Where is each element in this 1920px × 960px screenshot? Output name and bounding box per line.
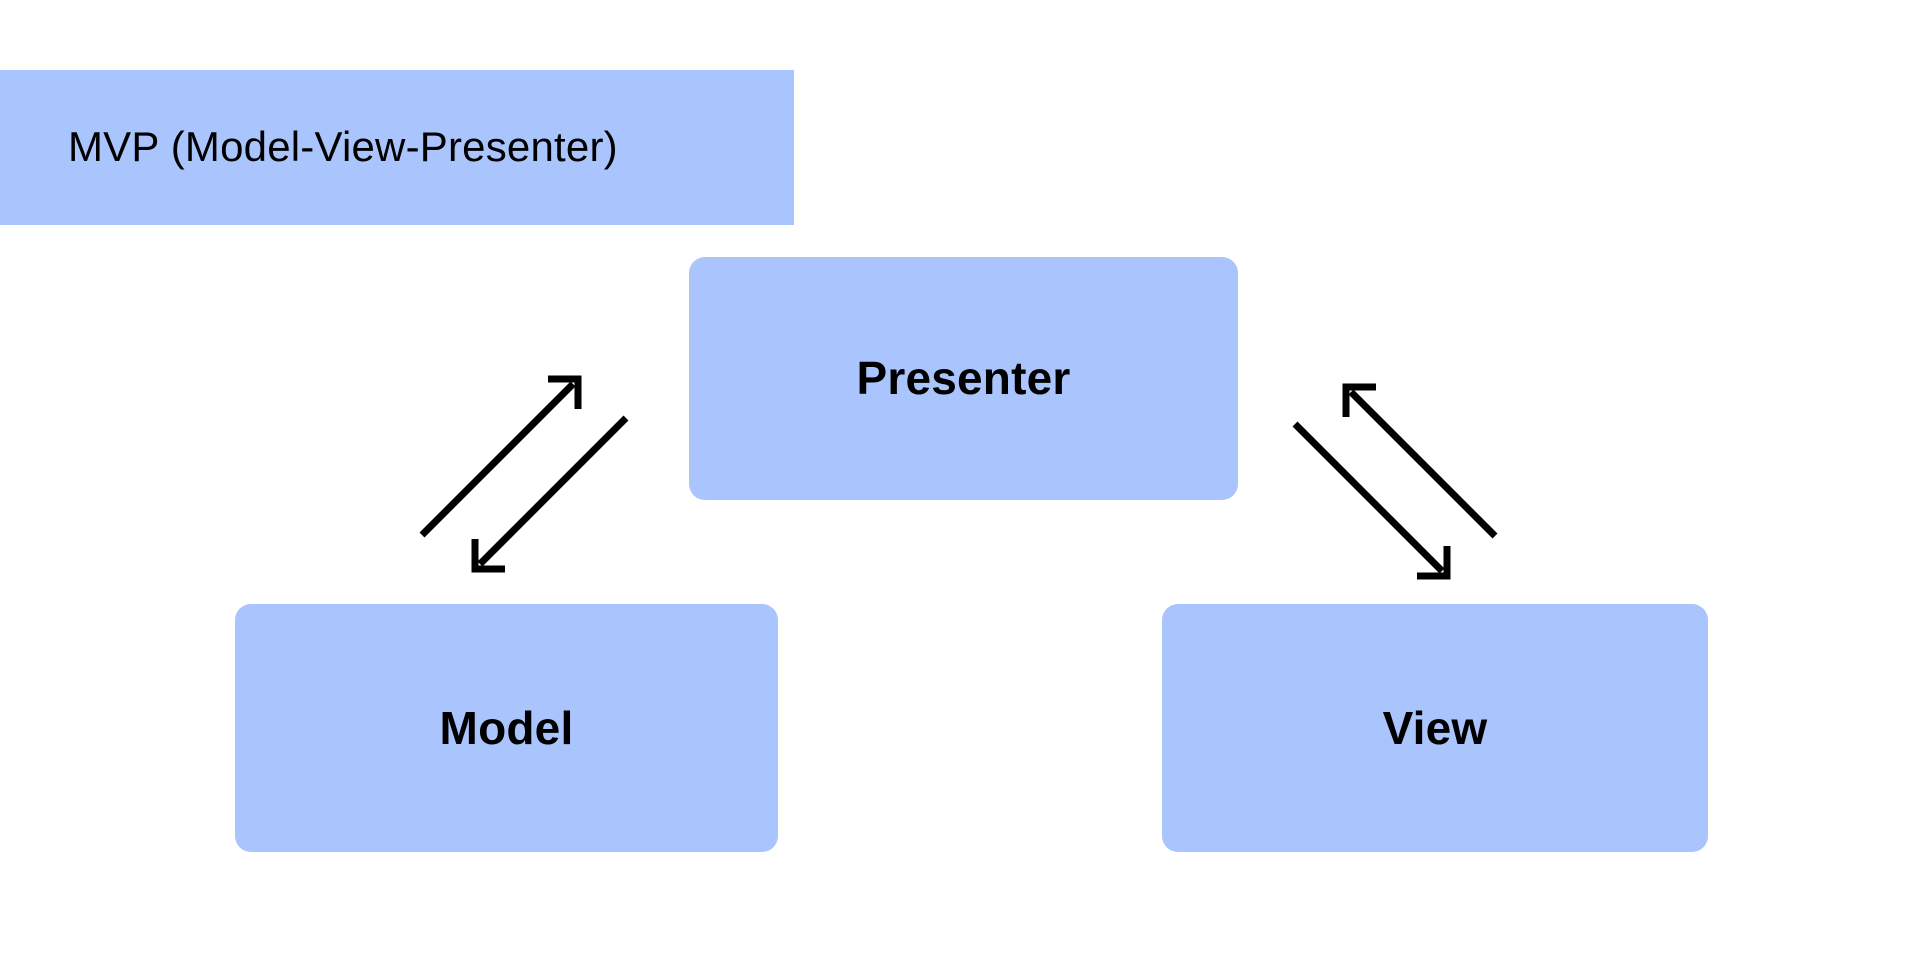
edge-model-to-presenter [419, 375, 582, 538]
edge-presenter-to-model [471, 415, 629, 573]
edge-presenter-to-view [1292, 421, 1451, 580]
edge-view-to-presenter [1342, 383, 1498, 539]
node-presenter[interactable]: Presenter [689, 257, 1238, 500]
node-model-label: Model [439, 701, 574, 754]
diagram-title-label: MVP (Model-View-Presenter) [68, 123, 618, 171]
node-view-label: View [1382, 701, 1488, 754]
node-view[interactable]: View [1162, 604, 1708, 852]
diagram-title-box: MVP (Model-View-Presenter) [0, 70, 794, 225]
node-presenter-label: Presenter [856, 352, 1071, 405]
node-model[interactable]: Model [235, 604, 778, 852]
